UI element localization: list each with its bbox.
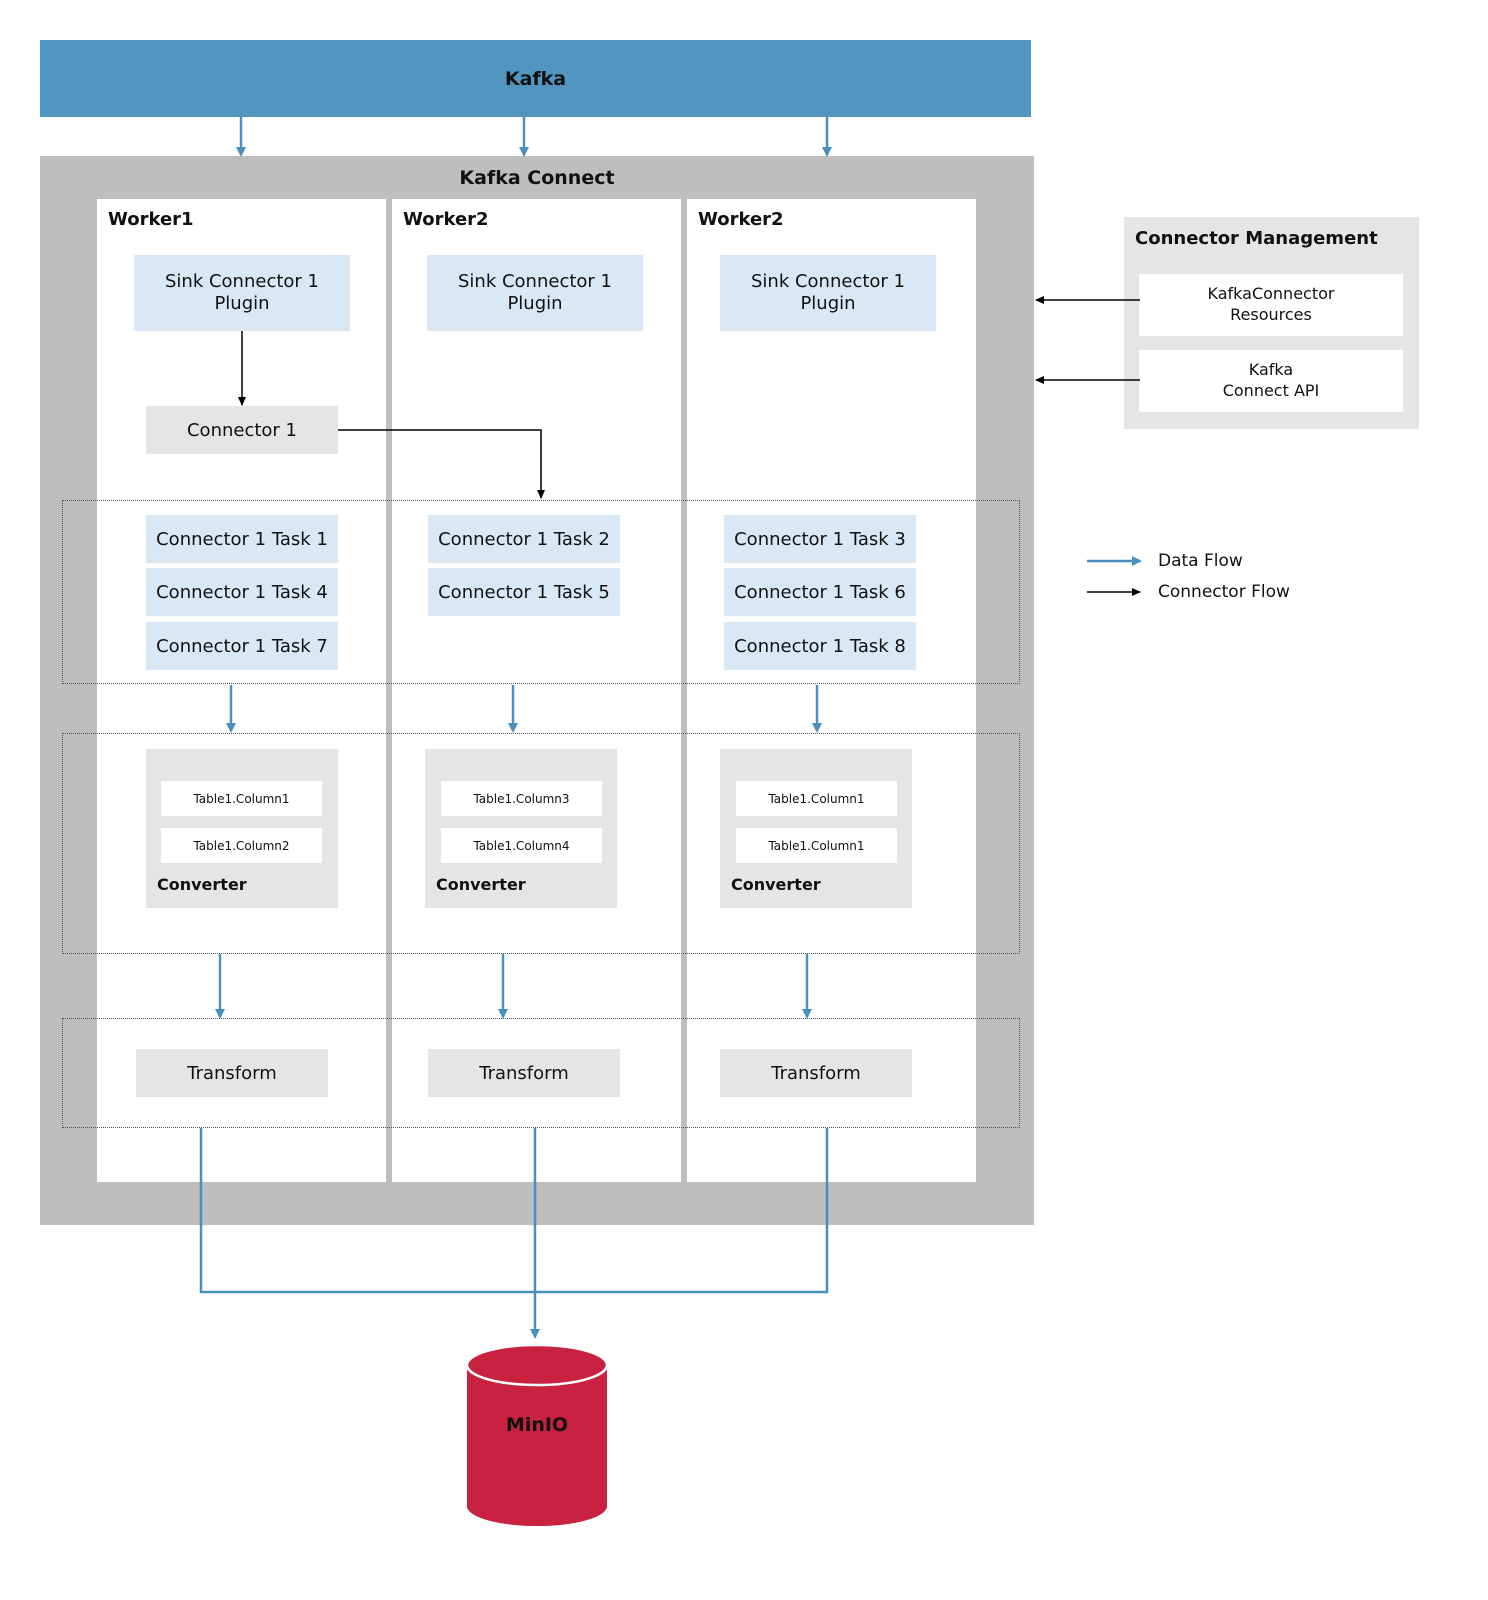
sink-connector-plugin-3: Sink Connector 1 Plugin — [720, 255, 936, 331]
sink-connector-plugin-2: Sink Connector 1 Plugin — [427, 255, 643, 331]
worker-3-title: Worker2 — [698, 209, 784, 230]
kafka-label: Kafka — [504, 67, 567, 90]
data-flow-line — [199, 1128, 829, 1294]
kafka-connect-title: Kafka Connect — [459, 167, 615, 189]
connector-1-box: Connector 1 — [146, 406, 338, 454]
kafka-connect-api-box: Kafka Connect API — [1139, 350, 1403, 412]
worker-2-title: Worker2 — [403, 209, 489, 230]
task-box: Connector 1 Task 7 — [146, 622, 338, 670]
minio-label: MinIO — [505, 1414, 569, 1436]
column-box: Table1.Column1 — [736, 828, 897, 863]
task-box: Connector 1 Task 5 — [428, 568, 620, 616]
task-box: Connector 1 Task 3 — [724, 515, 916, 563]
converter-label: Converter — [157, 875, 247, 894]
column-box: Table1.Column4 — [441, 828, 602, 863]
converter-label: Converter — [731, 875, 821, 894]
task-box: Connector 1 Task 8 — [724, 622, 916, 670]
column-box: Table1.Column2 — [161, 828, 322, 863]
sink-connector-plugin-1: Sink Connector 1 Plugin — [134, 255, 350, 331]
task-box: Connector 1 Task 6 — [724, 568, 916, 616]
task-box: Connector 1 Task 4 — [146, 568, 338, 616]
kafka-bar: Kafka — [40, 40, 1031, 117]
legend-connector-flow-label: Connector Flow — [1158, 582, 1290, 602]
column-box: Table1.Column1 — [161, 781, 322, 816]
task-box: Connector 1 Task 1 — [146, 515, 338, 563]
transform-box: Transform — [428, 1049, 620, 1097]
converter-band — [62, 733, 1020, 954]
converter-label: Converter — [436, 875, 526, 894]
transform-box: Transform — [136, 1049, 328, 1097]
legend-data-flow-label: Data Flow — [1158, 551, 1243, 571]
connector-flow-arrow — [338, 429, 545, 499]
transform-band — [62, 1018, 1020, 1128]
column-box: Table1.Column1 — [736, 781, 897, 816]
tasks-band — [62, 500, 1020, 684]
task-box: Connector 1 Task 2 — [428, 515, 620, 563]
kafkaconnector-resources-box: KafkaConnector Resources — [1139, 274, 1403, 336]
worker-1-title: Worker1 — [108, 209, 194, 230]
connector-management-title: Connector Management — [1135, 228, 1378, 249]
transform-box: Transform — [720, 1049, 912, 1097]
minio-database-icon — [465, 1343, 609, 1526]
column-box: Table1.Column3 — [441, 781, 602, 816]
